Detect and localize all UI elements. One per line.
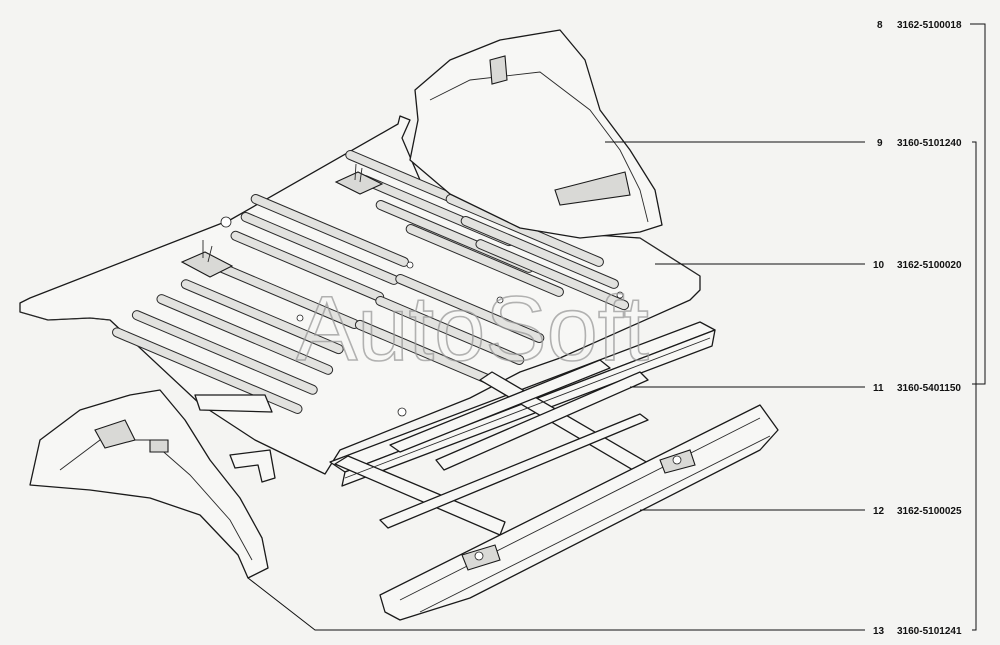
callout-12-code: 3162-5100025 — [897, 506, 962, 517]
wheel-arch-left — [29, 389, 269, 579]
callout-8-number: 8 — [877, 20, 883, 31]
floor-ribs — [112, 149, 630, 414]
callout-10-number: 10 — [873, 260, 885, 271]
leader-lines — [247, 23, 986, 631]
floor-frame — [329, 321, 716, 536]
callout-9-number: 9 — [877, 138, 883, 149]
watermark: AutoSoft — [296, 278, 649, 380]
callout-8: 8 3162-5100018 — [877, 20, 962, 31]
callout-13-code: 3160-5101241 — [897, 626, 962, 637]
mounting-holes — [220, 216, 624, 417]
callout-11: 11 3160-5401150 — [873, 383, 961, 394]
side-sill — [379, 404, 779, 621]
floor-panel — [19, 115, 701, 475]
callout-10-code: 3162-5100020 — [897, 260, 962, 271]
callout-13: 13 3160-5101241 — [873, 626, 962, 637]
callout-11-code: 3160-5401150 — [897, 383, 961, 394]
callout-12: 12 3162-5100025 — [873, 506, 962, 517]
callout-12-number: 12 — [873, 506, 885, 517]
front-bracket — [194, 394, 276, 483]
wheel-arch-right — [409, 29, 663, 239]
callout-13-number: 13 — [873, 626, 885, 637]
seat-mount-right — [334, 163, 384, 195]
seat-mount-left — [180, 240, 234, 278]
callout-11-number: 11 — [873, 383, 884, 394]
callout-8-code: 3162-5100018 — [897, 20, 962, 31]
callout-10: 10 3162-5100020 — [873, 260, 962, 271]
callout-9: 9 3160-5101240 — [877, 138, 962, 149]
callout-9-code: 3160-5101240 — [897, 138, 962, 149]
